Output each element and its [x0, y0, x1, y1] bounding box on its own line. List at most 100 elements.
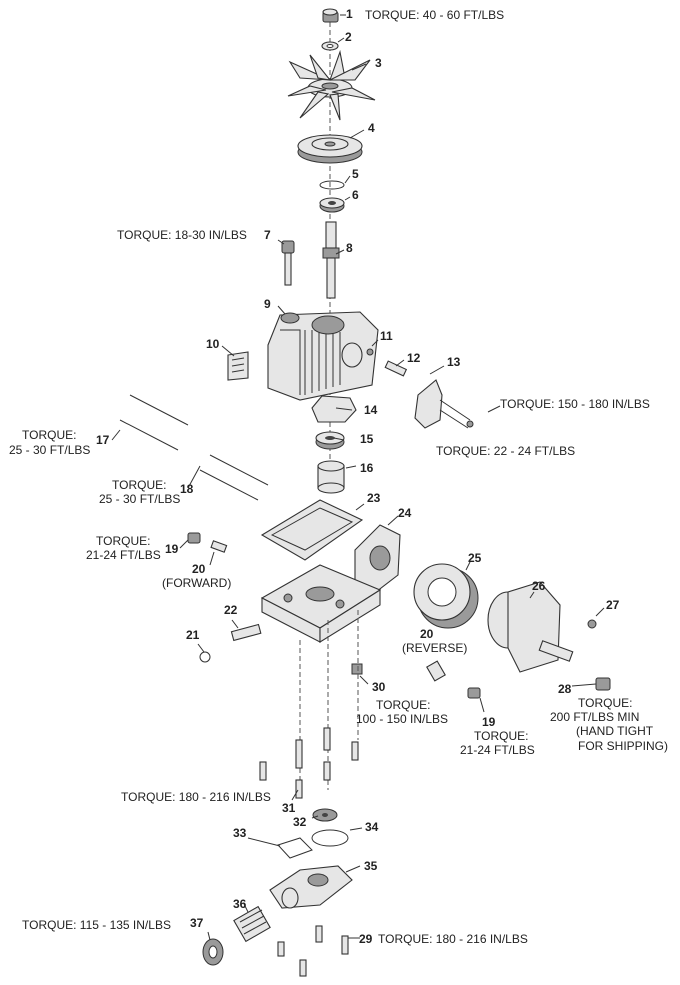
callout-21: 21	[186, 628, 200, 642]
torque-note-30b: 100 - 150 IN/LBS	[356, 712, 449, 726]
torque-note-28d: FOR SHIPPING)	[578, 739, 669, 753]
part-28-nut	[595, 677, 611, 691]
callout-19-forward: 19	[165, 542, 179, 556]
part-2-washer	[321, 41, 339, 51]
callout-34: 34	[365, 820, 379, 834]
callout-24: 24	[398, 506, 412, 520]
torque-note-28b: 200 FT/LBS MIN	[550, 710, 640, 724]
torque-note-18a: TORQUE:	[112, 478, 167, 492]
part-1-nut	[322, 8, 339, 23]
part-36-filter	[233, 905, 271, 943]
callout-28: 28	[558, 682, 572, 696]
callout-30: 30	[372, 680, 386, 694]
callout-20-reverse: 20	[420, 627, 434, 641]
callout-5: 5	[352, 167, 359, 181]
callout-33: 33	[233, 826, 247, 840]
part-10-plate	[227, 351, 249, 381]
part-22-valve	[230, 623, 262, 642]
part-8-input-shaft	[322, 221, 340, 299]
callout-19-reverse: 19	[482, 715, 496, 729]
part-34-o-ring	[311, 829, 349, 847]
part-14-block	[311, 395, 357, 423]
part-12-shaft	[384, 360, 408, 377]
torque-note-19a2: 21-24 FT/LBS	[86, 548, 161, 562]
part-32-charge-pump	[312, 808, 338, 822]
callout-1: 1	[346, 7, 353, 21]
torque-note-28a: TORQUE:	[578, 696, 633, 710]
callout-27: 27	[606, 598, 620, 612]
part-19-20-forward-valve	[187, 532, 228, 553]
part-30-plug	[351, 663, 363, 675]
callout-17: 17	[96, 433, 110, 447]
torque-note-19b2: 21-24 FT/LBS	[460, 743, 535, 757]
part-18-bolts	[199, 454, 269, 501]
leader-lines	[111, 14, 605, 941]
callout-13: 13	[447, 355, 461, 369]
part-19-reverse-valve	[467, 687, 481, 699]
torque-note-28c: (HAND TIGHT	[576, 724, 654, 738]
callout-32: 32	[293, 815, 307, 829]
callout-15: 15	[360, 432, 374, 446]
torque-note-30a: TORQUE:	[376, 698, 431, 712]
part-27-bolt	[587, 619, 597, 629]
torque-note-19a1: TORQUE:	[96, 534, 151, 548]
callout-31: 31	[282, 801, 296, 815]
part-13-lever	[414, 379, 474, 429]
part-35-filter-housing	[269, 865, 353, 909]
part-20-reverse-spring	[426, 660, 446, 682]
callout-22: 22	[224, 603, 238, 617]
callout-37: 37	[190, 916, 204, 930]
callout-23: 23	[367, 491, 381, 505]
callout-8: 8	[346, 241, 353, 255]
part-4-pulley	[297, 134, 363, 164]
forward-label: (FORWARD)	[162, 576, 232, 590]
part-6-bearing	[319, 197, 345, 213]
callout-4: 4	[368, 121, 375, 135]
callout-36: 36	[233, 897, 247, 911]
part-7-plug	[281, 240, 295, 286]
callout-3: 3	[375, 56, 382, 70]
torque-note-13b: TORQUE: 22 - 24 FT/LBS	[436, 444, 576, 458]
part-21-ring	[199, 651, 211, 663]
callout-35: 35	[364, 859, 378, 873]
torque-note-17b: 25 - 30 FT/LBS	[9, 443, 91, 457]
part-15-bearing	[315, 431, 345, 450]
part-9-upper-housing	[267, 311, 379, 401]
callout-20-forward: 20	[192, 562, 206, 576]
callout-29: 29	[359, 932, 373, 946]
part-16-cylinder-block	[317, 460, 345, 494]
part-29-bolts	[277, 925, 349, 977]
part-37-cap	[202, 938, 224, 966]
callout-6: 6	[352, 188, 359, 202]
callout-26: 26	[532, 579, 546, 593]
part-25-ring-gear	[413, 563, 479, 629]
torque-note-1: TORQUE: 40 - 60 FT/LBS	[365, 8, 505, 22]
callout-18: 18	[180, 482, 194, 496]
part-31-bolts	[259, 727, 359, 799]
callout-2: 2	[345, 30, 352, 44]
torque-note-7: TORQUE: 18-30 IN/LBS	[117, 228, 247, 242]
callout-10: 10	[206, 337, 220, 351]
part-5-snap-ring	[319, 180, 345, 190]
callout-14: 14	[364, 403, 378, 417]
torque-note-29: TORQUE: 180 - 216 IN/LBS	[378, 932, 528, 946]
part-33-gasket	[277, 837, 313, 859]
part-3-cooling-fan	[287, 49, 376, 121]
callout-25: 25	[468, 551, 482, 565]
torque-note-13: TORQUE: 150 - 180 IN/LBS	[500, 397, 650, 411]
callout-9: 9	[264, 297, 271, 311]
torque-note-31: TORQUE: 180 - 216 IN/LBS	[121, 790, 271, 804]
torque-note-19b1: TORQUE:	[474, 729, 529, 743]
callout-7: 7	[264, 228, 271, 242]
torque-note-17a: TORQUE:	[22, 428, 77, 442]
part-17-bolts	[119, 394, 189, 451]
reverse-label: (REVERSE)	[402, 641, 468, 655]
callout-12: 12	[407, 351, 421, 365]
callout-16: 16	[360, 461, 374, 475]
part-26-axle-housing	[487, 581, 574, 673]
part-24-end-cap	[354, 524, 401, 596]
torque-note-18b: 25 - 30 FT/LBS	[99, 492, 181, 506]
callout-11: 11	[380, 329, 393, 343]
torque-note-37: TORQUE: 115 - 135 IN/LBS	[22, 918, 171, 932]
